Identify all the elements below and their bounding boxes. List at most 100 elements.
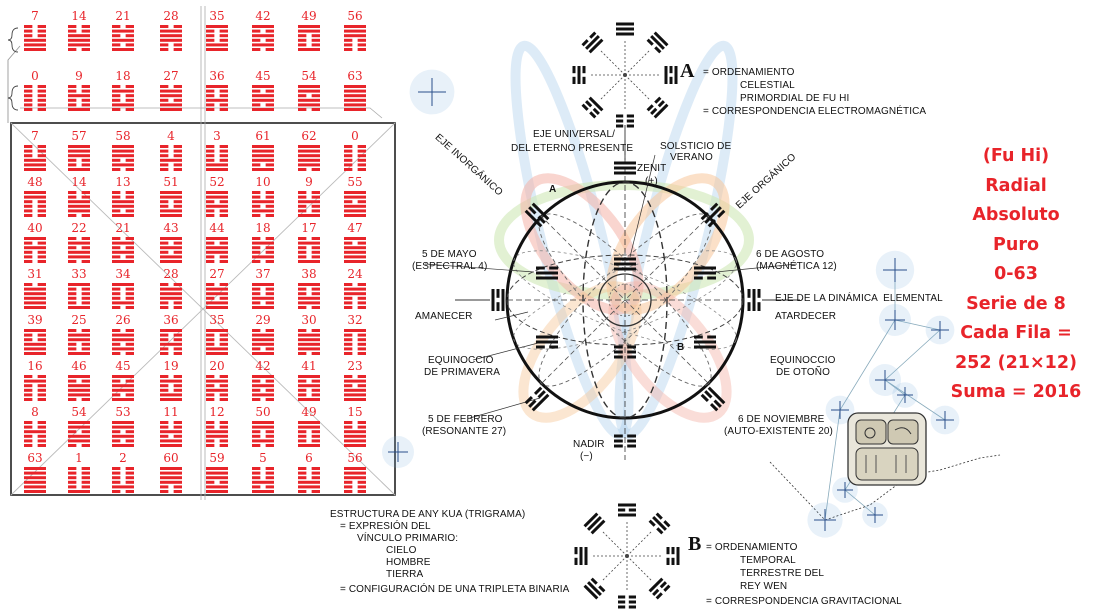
hexagram-grid-frame [7,6,396,500]
agosto-2: (MAGNÉTICA 12) [756,261,837,272]
sphere-trigram [491,289,505,311]
equinoccio-primavera-1: EQUINOCCIO [428,355,494,366]
sphere-trigram [614,434,636,448]
kingwen-trigram-wheel [574,503,680,609]
hexagram-56 [344,25,366,51]
hexagram-number: 35 [209,9,224,23]
hexagram-number: 63 [347,69,362,83]
title-line-3: Absoluto [972,205,1060,225]
hexagram-number: 49 [301,9,316,23]
estructura-line2: = EXPRESIÓN DEL [340,521,431,532]
hexagram-36 [206,85,228,111]
star-icon [862,502,888,528]
hexagram-number: 59 [209,451,224,465]
trigram [648,577,671,600]
hexagram-15 [344,421,366,447]
hexagram-35 [206,25,228,51]
title-line-7: Cada Fila = [960,323,1072,343]
hexagram-number: 48 [27,175,42,189]
trigram [574,547,588,565]
hexagram-17 [298,237,320,263]
hexagram-32 [344,329,366,355]
hexagram-number: 53 [115,405,130,419]
hexagram-number: 52 [209,175,224,189]
estructura-line7: = CONFIGURACIÓN DE UNA TRIPLETA BINARIA [340,584,570,595]
hexagram-23 [344,375,366,401]
hexagram-12 [206,421,228,447]
kingwen-line5: = CORRESPONDENCIA GRAVITACIONAL [706,596,902,607]
fuhi-line1: = ORDENAMIENTO [703,67,795,78]
hexagram-55 [344,191,366,217]
hexagram-22 [68,237,90,263]
amanecer-label: AMANECER [415,311,473,322]
star-icon [807,502,843,538]
hexagram-number: 10 [255,175,270,189]
hexagram-46 [68,375,90,401]
agosto-1: 6 DE AGOSTO [756,249,825,260]
estructura-line5: HOMBRE [386,557,431,568]
hexagram-52 [206,191,228,217]
mayo-1: 5 DE MAYO [422,249,477,260]
hexagram-16 [24,375,46,401]
hexagram-number: 60 [163,451,178,465]
hexagram-number: 12 [209,405,224,419]
solsticio-1: SOLSTICIO DE [660,141,732,152]
hexagram-54 [68,421,90,447]
fuhi-line4: = CORRESPONDENCIA ELECTROMAGNÉTICA [703,106,927,117]
hexagram-36 [160,329,182,355]
hexagram-42 [252,25,274,51]
hexagram-number: 39 [27,313,42,327]
hexagram-number: 56 [347,451,362,465]
title-line-6: Serie de 8 [966,293,1066,314]
sphere-trigram [536,266,558,280]
hexagram-0 [24,85,46,111]
hexagram-1 [68,467,90,493]
hexagram-47 [344,237,366,263]
hexagram-33 [68,283,90,309]
star-icon [930,405,960,435]
hexagram-number: 0 [351,129,359,143]
hexagram-25 [68,329,90,355]
hexagram-number: 45 [115,359,130,373]
hexagram-number: 54 [71,405,87,419]
hexagram-number: 45 [255,69,270,83]
estructura-line3: VÍNCULO PRIMARIO: [357,533,459,544]
hexagram-29 [252,329,274,355]
hexagram-number: 62 [301,129,316,143]
hexagram-18 [112,85,134,111]
hexagram-number: 13 [115,175,130,189]
sphere-trigram [747,289,761,311]
hexagram-35 [206,329,228,355]
eje-universal-1: EJE UNIVERSAL/ [533,129,615,140]
sphere-trigram [524,386,550,412]
eje-universal-2: DEL ETERNO PRESENTE [511,143,634,154]
kingwen-line4: REY WEN [740,581,788,592]
sphere-trigrams [491,161,761,448]
trigram [618,503,636,517]
hexagram-38 [298,283,320,309]
hexagram-number: 49 [301,405,316,419]
hexagram-number: 27 [209,267,224,281]
hexagram-number: 18 [255,221,270,235]
hexagram-number: 31 [27,267,42,281]
ring-b-letter: B [677,342,685,353]
hexagram-2 [112,467,134,493]
solsticio-2: VERANO [670,152,713,163]
hexagram-number: 34 [115,267,131,281]
hexagram-number: 26 [115,313,130,327]
hexagram-number: 57 [71,129,86,143]
star-icon [875,250,915,290]
hexagram-63 [24,467,46,493]
estructura-line1: ESTRUCTURA DE ANY KUA (TRIGRAMA) [330,509,526,520]
sphere-trigram [524,202,550,228]
trigram [646,96,669,119]
hexagram-number: 43 [163,221,178,235]
hexagram-3 [206,145,228,171]
hexagram-4 [160,145,182,171]
hexagram-37 [252,283,274,309]
constellation [382,69,1001,538]
hexagram-number: 37 [255,267,270,281]
